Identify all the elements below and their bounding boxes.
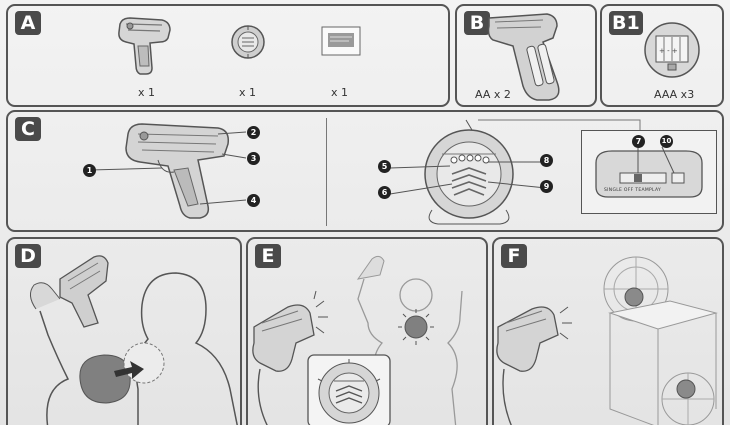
switch-positions-label: SINGLE OFF TEAMPLAY [604,188,661,193]
laser-gun-illustration [116,16,172,78]
switch-detail-box: SINGLE OFF TEAMPLAY 7 10 [581,130,717,214]
gun-quantity: x 1 [138,86,155,99]
switch-detail-drawing [590,143,708,203]
callout-10: 10 [660,135,673,148]
vest-quantity: x 1 [239,86,256,99]
callout-6: 6 [378,186,391,199]
vest-on-box-scene [494,239,724,425]
panel-b: B AA x 2 [455,4,597,107]
panel-f: F [492,237,724,425]
player-hit-indicator-scene [248,239,488,425]
panel-c-tag: C [15,117,41,141]
vest-battery-compartment-illustration: + - + [642,20,702,80]
callout-3: 3 [247,152,260,165]
target-vest-illustration [230,22,266,62]
panel-a: A x 1 x 1 x 1 [6,4,450,107]
panel-b1-tag: B1 [609,11,643,35]
vest-battery-label: AAA x3 [654,88,694,101]
panel-a-tag: A [15,11,41,35]
vest-parts-diagram [404,118,534,230]
instruction-card-illustration [321,26,361,56]
card-quantity: x 1 [331,86,348,99]
gun-parts-diagram [118,120,248,225]
callout-4: 4 [247,194,260,207]
callout-7: 7 [632,135,645,148]
callout-9: 9 [540,180,553,193]
panel-b1: B1 + - + AAA x3 [600,4,724,107]
callout-5: 5 [378,160,391,173]
player-wearing-vest-scene [8,239,242,425]
panel-d: D [6,237,242,425]
panel-c-divider [326,118,327,226]
callout-2: 2 [247,126,260,139]
panel-e: E [246,237,488,425]
gun-battery-label: AA x 2 [475,88,511,101]
panel-c: C 1 2 3 4 [6,110,724,232]
vest-top-connector-line [468,112,648,132]
callout-8: 8 [540,154,553,167]
callout-1: 1 [83,164,96,177]
svg-text:+ - +: + - + [659,47,678,55]
